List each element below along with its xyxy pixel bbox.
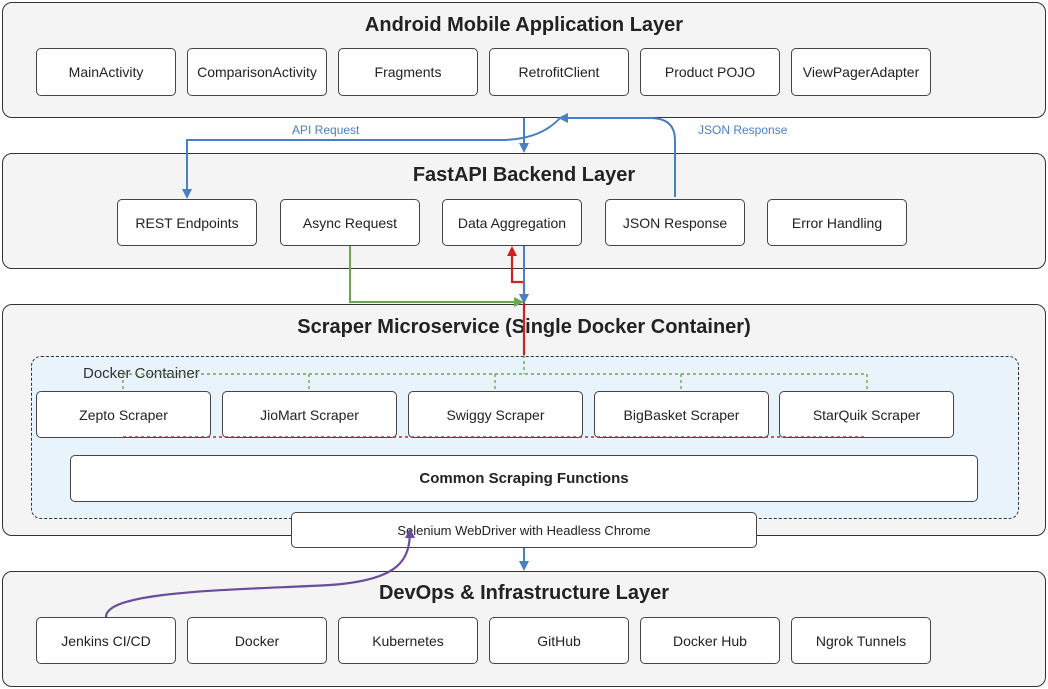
scraper-bigbasket: BigBasket Scraper [594,391,769,438]
component-ngrok: Ngrok Tunnels [791,617,931,664]
scraper-zepto: Zepto Scraper [36,391,211,438]
scraper-layer-title: Scraper Microservice (Single Docker Cont… [297,316,751,338]
component-rest-endpoints: REST Endpoints [117,199,257,246]
scraper-jiomart: JioMart Scraper [222,391,397,438]
json-response-label: JSON Response [698,123,788,137]
backend-layer-title: FastAPI Backend Layer [412,164,636,186]
component-fragments: Fragments [338,48,478,96]
component-docker-hub: Docker Hub [640,617,780,664]
component-github: GitHub [489,617,629,664]
component-comparisonactivity: ComparisonActivity [187,48,327,96]
component-async-request: Async Request [280,199,420,246]
component-json-response: JSON Response [605,199,745,246]
component-error-handling: Error Handling [767,199,907,246]
component-retrofitclient: RetrofitClient [489,48,629,96]
component-viewpageradapter: ViewPagerAdapter [791,48,931,96]
android-layer-title: Android Mobile Application Layer [364,14,684,36]
selenium-webdriver: Selenium WebDriver with Headless Chrome [291,512,757,548]
component-docker: Docker [187,617,327,664]
docker-container-label: Docker Container [83,365,200,382]
component-jenkins: Jenkins CI/CD [36,617,176,664]
devops-layer-title: DevOps & Infrastructure Layer [378,582,670,604]
api-request-label: API Request [292,123,360,137]
scraper-swiggy: Swiggy Scraper [408,391,583,438]
common-scraping-functions: Common Scraping Functions [70,455,978,502]
component-data-aggregation: Data Aggregation [442,199,582,246]
scraper-starquik: StarQuik Scraper [779,391,954,438]
component-mainactivity: MainActivity [36,48,176,96]
component-kubernetes: Kubernetes [338,617,478,664]
component-product-pojo: Product POJO [640,48,780,96]
